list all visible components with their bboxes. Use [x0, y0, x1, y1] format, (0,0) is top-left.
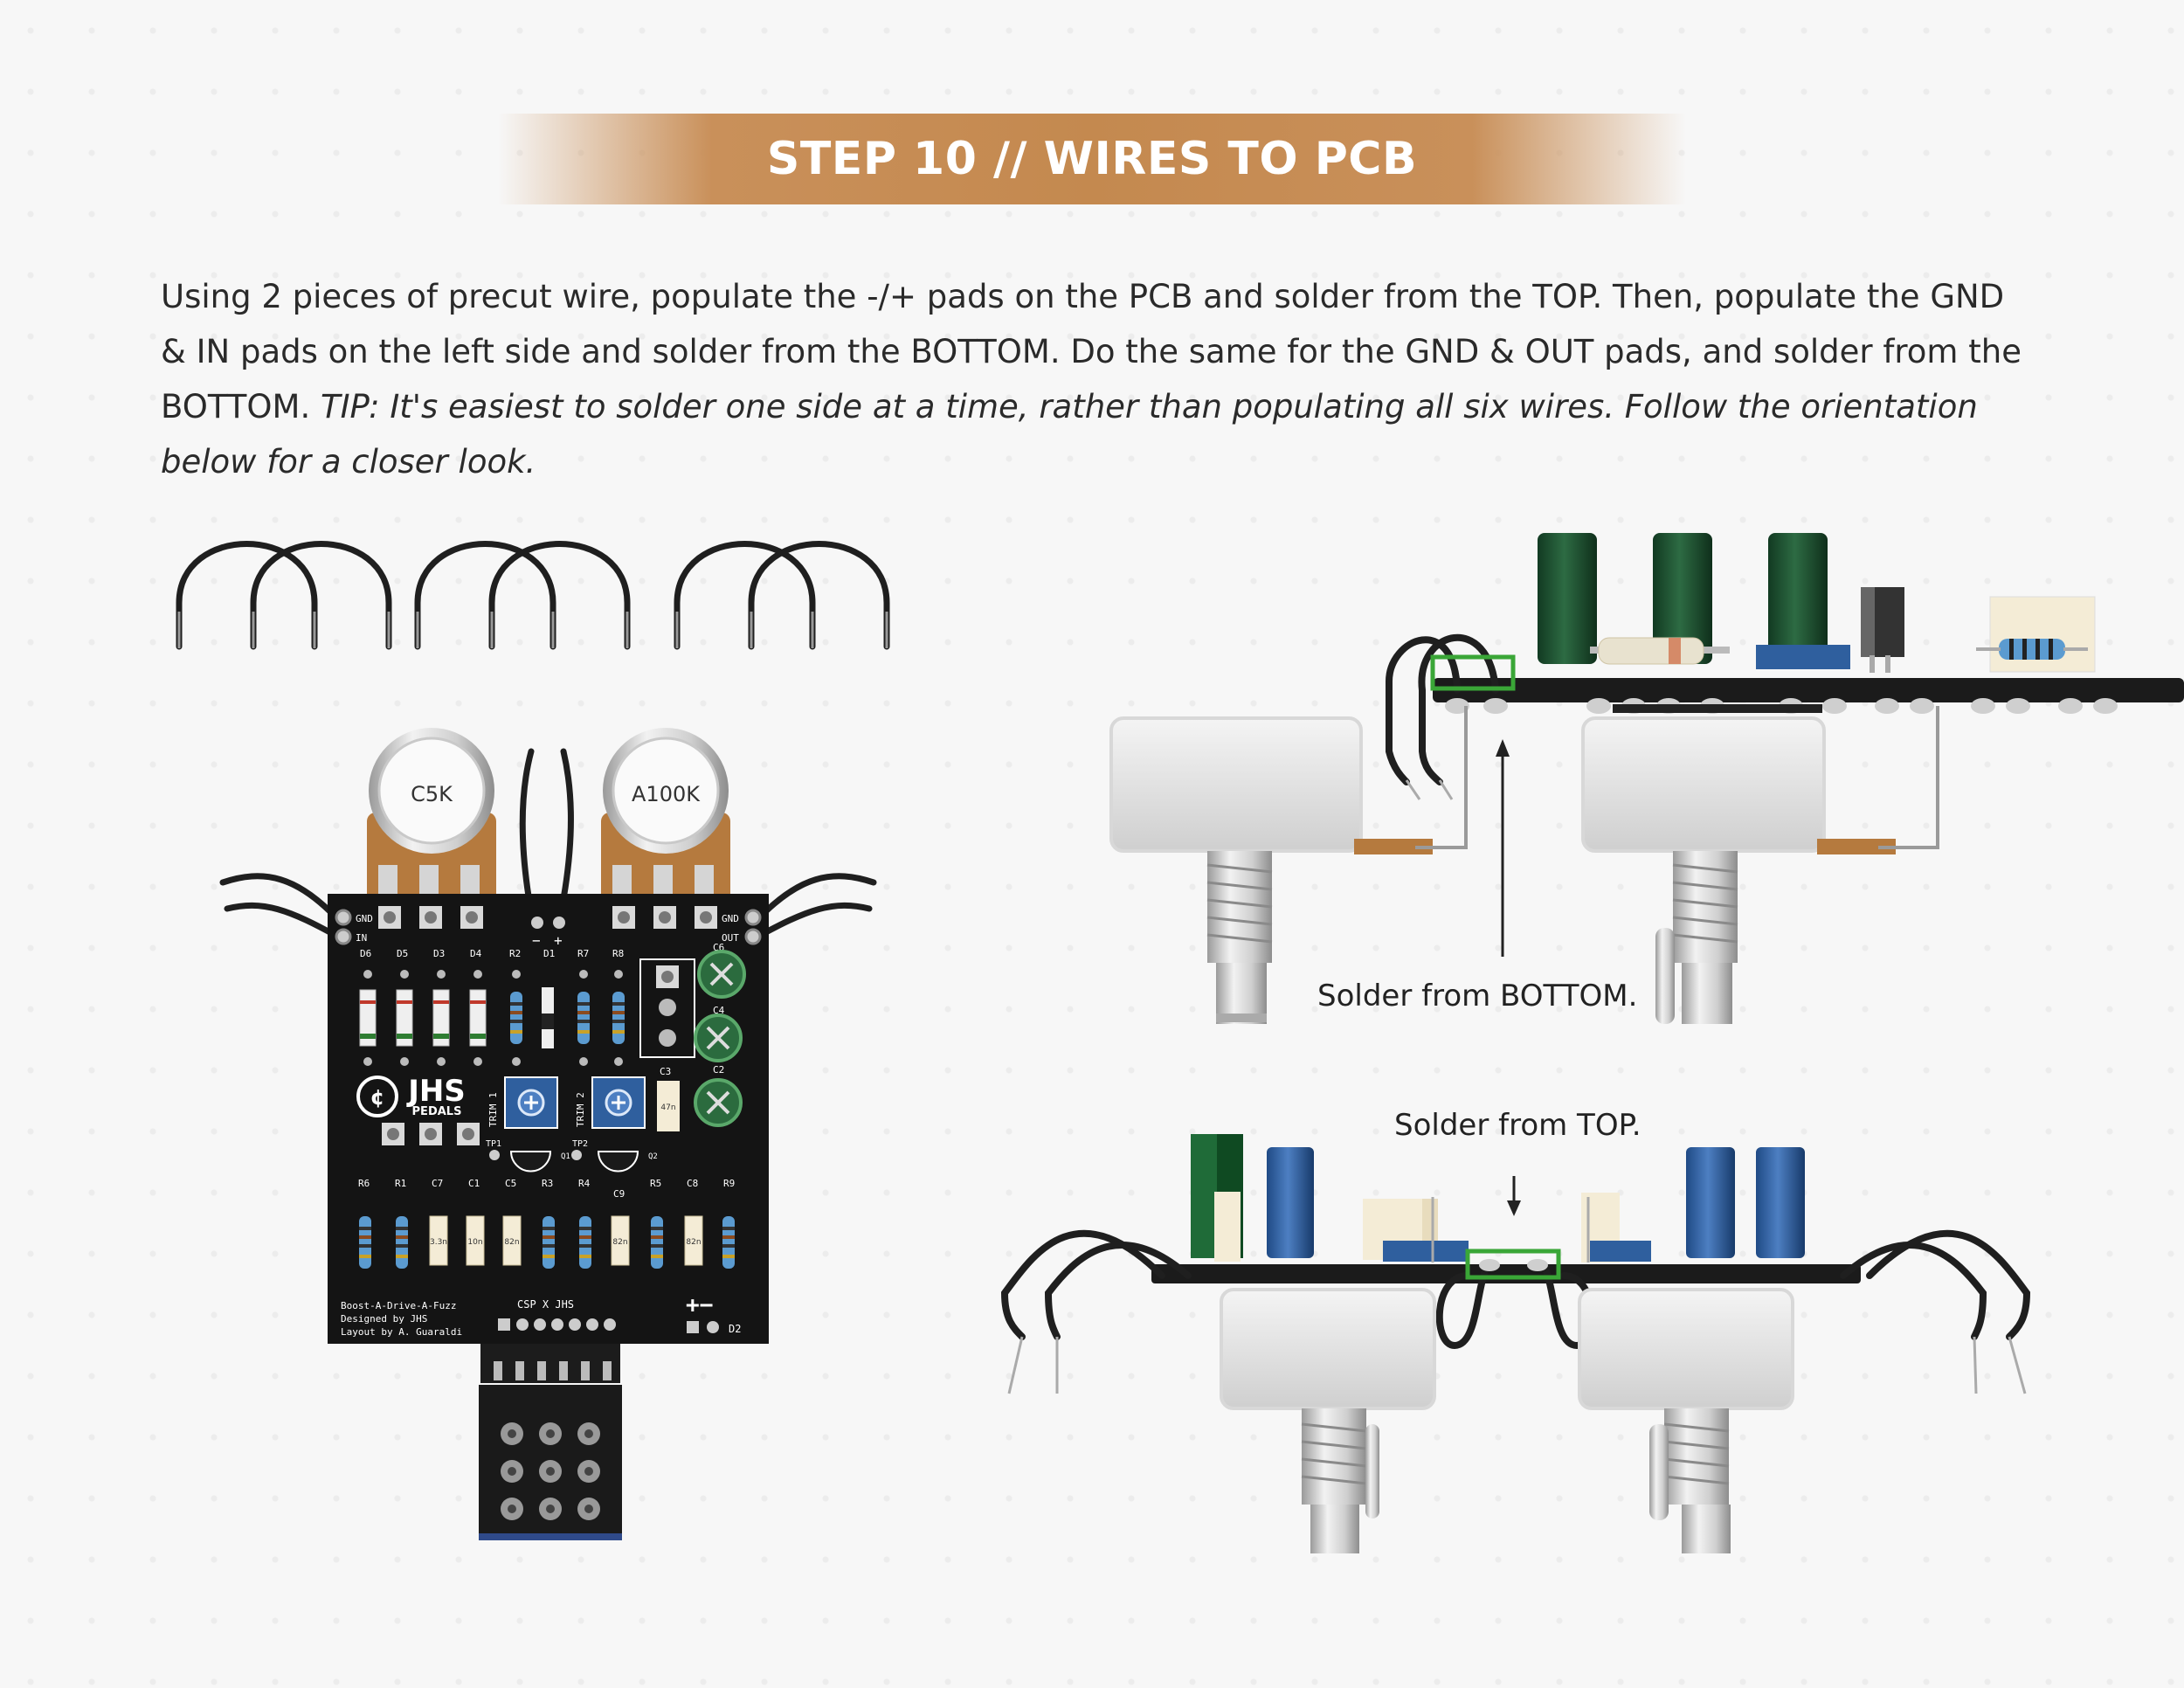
callout-solder-top: Solder from TOP.	[1394, 1108, 1641, 1143]
pot-right-label: A100K	[632, 782, 701, 806]
label-c1: C1	[468, 1178, 480, 1189]
trim-1: TRIM 1	[487, 1076, 558, 1129]
label-r5: R5	[650, 1178, 661, 1189]
pot-side-right-2	[1578, 1288, 1794, 1553]
label-r6: R6	[358, 1178, 370, 1189]
label-tp2: TP2	[572, 1139, 588, 1149]
callout-solder-bottom: Solder from BOTTOM.	[1317, 979, 1638, 1013]
pot-left-label: C5K	[411, 782, 453, 806]
brand-pedals: PEDALS	[412, 1105, 462, 1118]
label-d4: D4	[470, 948, 482, 959]
label-tp1: TP1	[486, 1139, 501, 1149]
step-banner: STEP 10 // WIRES TO PCB	[498, 114, 1686, 204]
jhs-logo: ¢ JHS PEDALS	[356, 1074, 466, 1118]
electrolytic-caps-top	[694, 950, 746, 1127]
label-r2: R2	[509, 948, 521, 959]
csp-label: CSP X JHS	[517, 1298, 574, 1311]
label-d6: D6	[360, 948, 371, 959]
label-c4: C4	[713, 1005, 725, 1016]
label-r8: R8	[612, 948, 624, 959]
label-r1: R1	[395, 1178, 406, 1189]
label-r9: R9	[723, 1178, 735, 1189]
label-r7: R7	[577, 948, 589, 959]
label-q2: Q2	[648, 1152, 658, 1161]
label-c2: C2	[713, 1064, 724, 1076]
instructions-paragraph: Using 2 pieces of precut wire, populate …	[161, 269, 2026, 489]
page-title: STEP 10 // WIRES TO PCB	[766, 133, 1418, 185]
pad-plus-label: +	[554, 932, 563, 949]
label-d1: D1	[543, 948, 555, 959]
pot-side-left	[1109, 706, 1468, 1024]
label-d3: D3	[433, 948, 445, 959]
pad-gnd-left-label: GND	[356, 913, 373, 924]
footswitch-connector	[479, 1344, 622, 1540]
svg-text:¢: ¢	[370, 1085, 385, 1110]
side-view-top-solder	[1000, 1134, 2031, 1553]
pcb-top-view: C5K A100K GND IN GND OUT − + D6 D5 D	[219, 726, 877, 1540]
label-c5: C5	[505, 1178, 516, 1189]
precut-wires	[176, 541, 890, 650]
instructions-body: Using 2 pieces of precut wire, populate …	[161, 278, 2022, 425]
electrolytic-caps-green	[1538, 533, 1828, 664]
credit-line-3: Layout by A. Guaraldi	[341, 1326, 462, 1338]
label-r3: R3	[542, 1178, 553, 1189]
label-c8: C8	[687, 1178, 698, 1189]
pad-gnd-right-label: GND	[722, 913, 739, 924]
label-c3: C3	[660, 1066, 671, 1077]
cap-value-c8: 82n	[686, 1238, 701, 1247]
trim1-label: TRIM 1	[487, 1092, 499, 1127]
c3-value: 47n	[660, 1103, 675, 1112]
side-view-bottom-solder	[1109, 533, 2184, 1024]
plus-minus-symbol: +−	[686, 1292, 713, 1318]
brand-jhs: JHS	[406, 1074, 466, 1109]
pad-in-label: IN	[356, 932, 367, 944]
trim2-label: TRIM 2	[575, 1092, 586, 1127]
cap-value-c7: 3.3n	[430, 1238, 447, 1247]
pot-side-left-2	[1220, 1288, 1436, 1553]
instructions-tip: TIP: It's easiest to solder one side at …	[161, 388, 1978, 481]
label-d5: D5	[397, 948, 408, 959]
d2-label: D2	[729, 1323, 741, 1335]
label-c7: C7	[432, 1178, 443, 1189]
pot-side-right	[1581, 704, 1939, 1024]
credit-line-1: Boost-A-Drive-A-Fuzz	[341, 1300, 456, 1311]
pad-minus-label: −	[532, 932, 541, 949]
label-c9: C9	[613, 1188, 625, 1200]
credit-line-2: Designed by JHS	[341, 1313, 427, 1325]
trim-2: TRIM 2	[575, 1076, 646, 1129]
transistors	[509, 1151, 639, 1173]
cap-value-c5: 82n	[504, 1238, 519, 1247]
label-q1: Q1	[561, 1152, 570, 1161]
label-r4: R4	[578, 1178, 591, 1189]
cap-value-c1: 10n	[467, 1238, 482, 1247]
pad-out-label: OUT	[722, 932, 739, 944]
cap-value-c9: 82n	[612, 1238, 627, 1247]
